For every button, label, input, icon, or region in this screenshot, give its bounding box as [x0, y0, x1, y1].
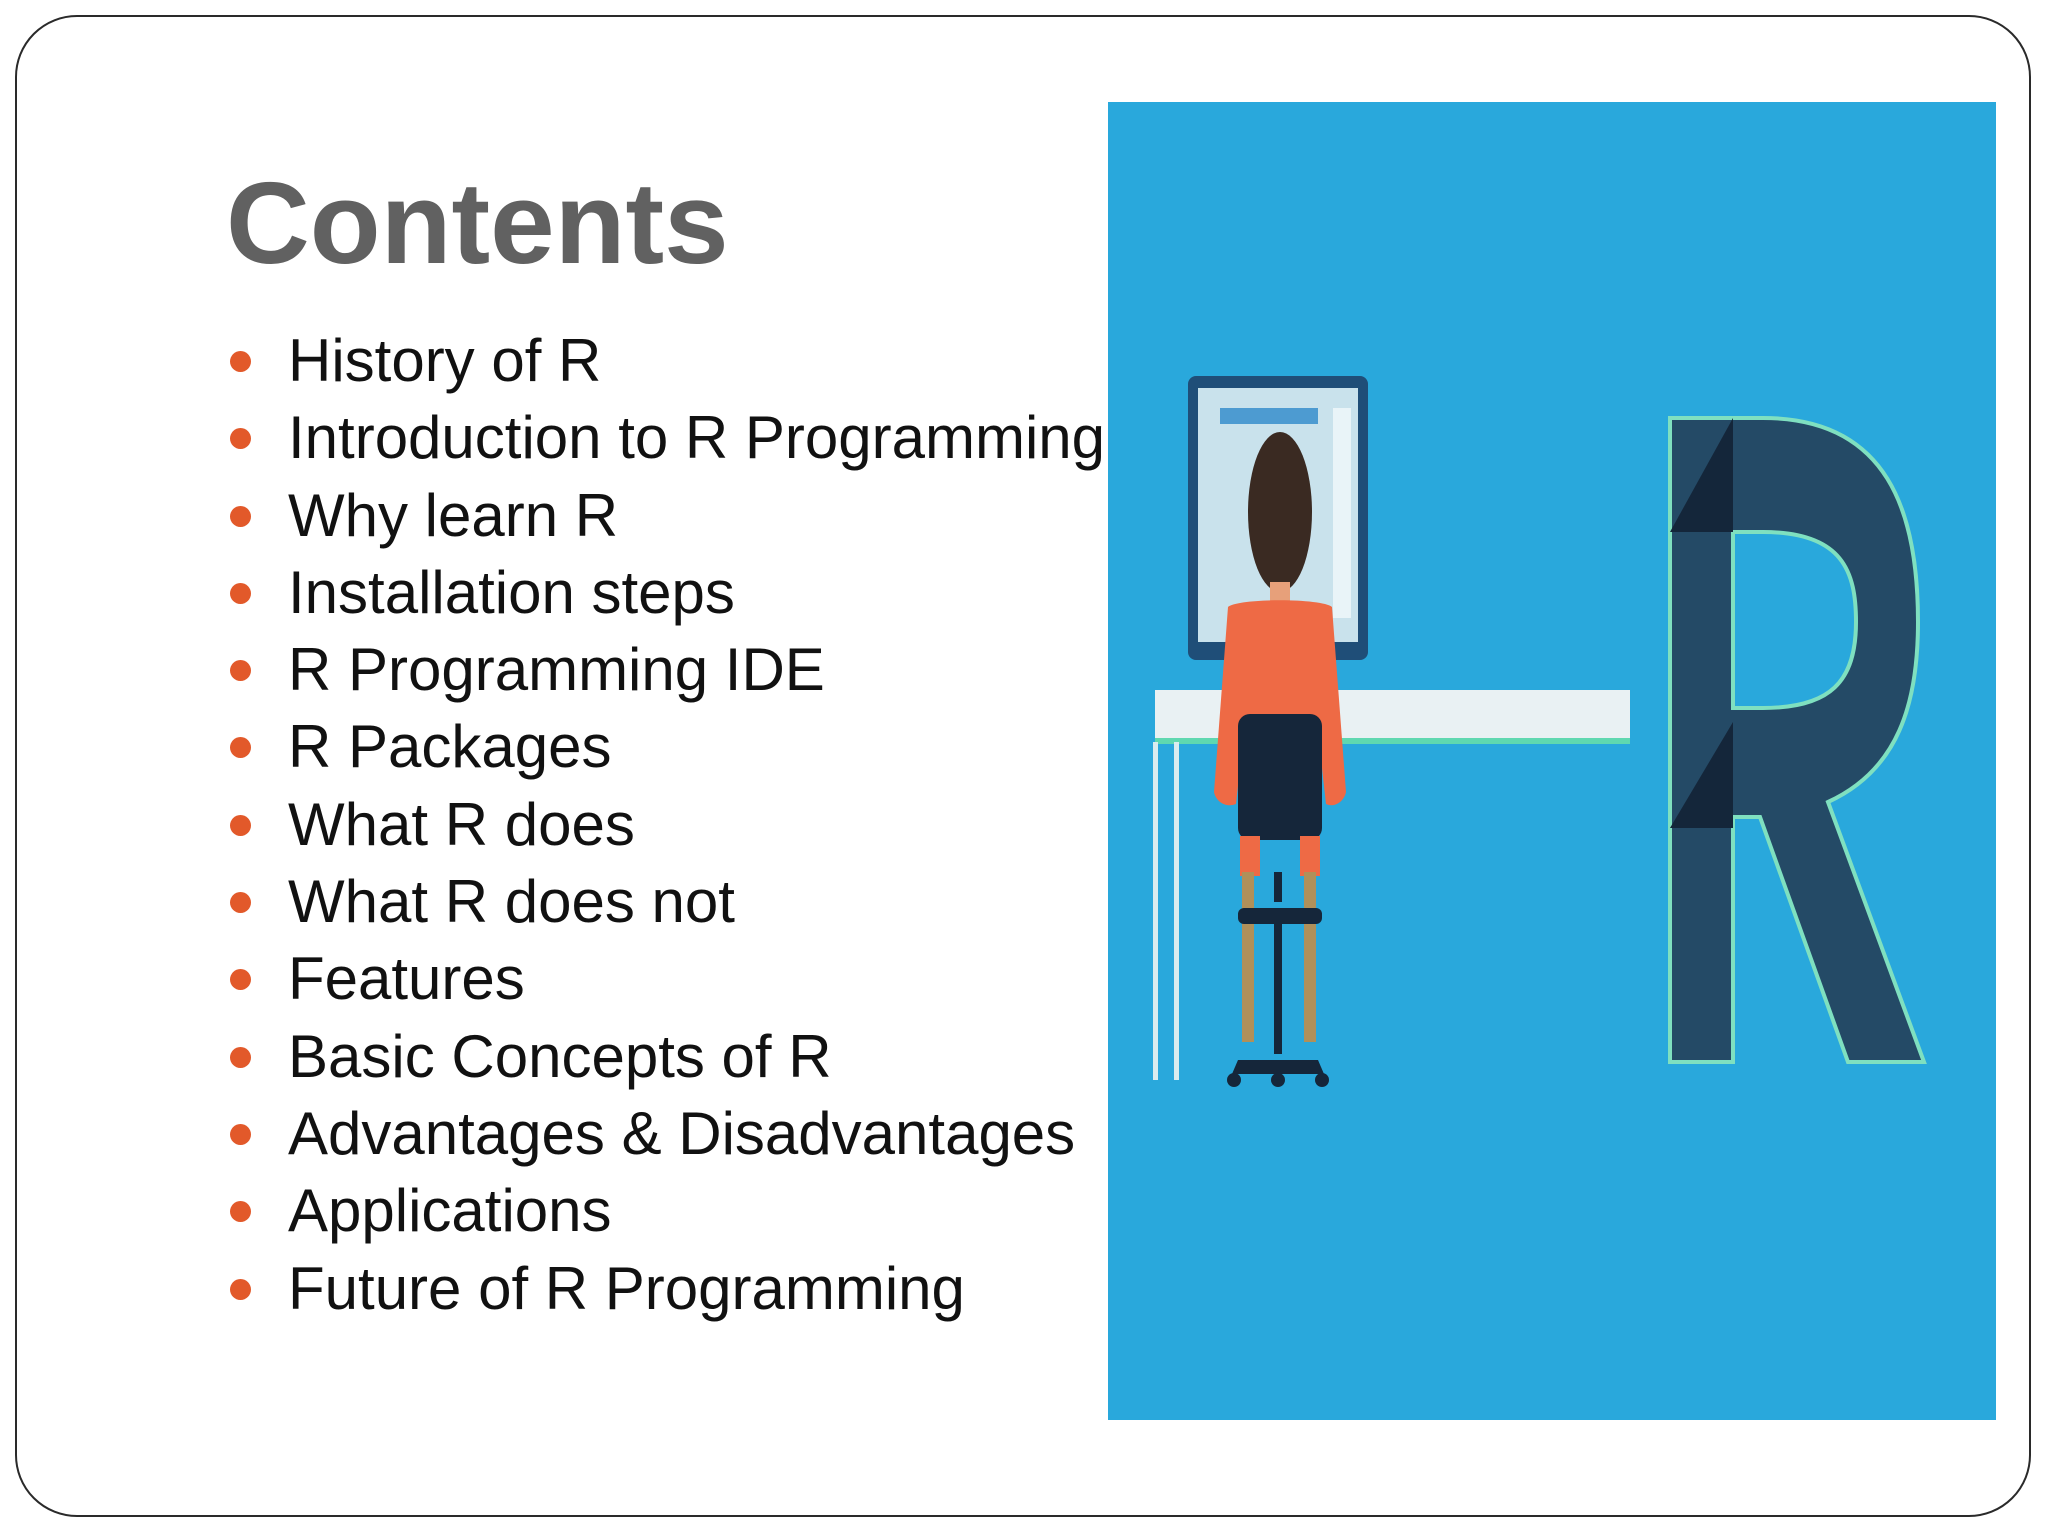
- person-shirt: [1214, 600, 1346, 806]
- list-item-text: Features: [288, 945, 525, 1013]
- list-item: What R does not: [0, 863, 1112, 940]
- list-item: History of R: [0, 322, 1112, 399]
- chair-wheel-right: [1315, 1073, 1329, 1087]
- list-item-text: History of R: [288, 327, 602, 394]
- person-leg-right: [1300, 836, 1320, 876]
- list-item: Features: [0, 940, 1112, 1017]
- list-item: What R does: [0, 786, 1112, 863]
- list-item-text: What R does: [288, 790, 635, 858]
- person-icon: [1214, 432, 1346, 876]
- r-programming-illustration-graphic: [1108, 102, 1996, 1420]
- list-item: R Packages: [0, 708, 1112, 785]
- chair-post: [1274, 924, 1282, 1054]
- chair-base: [1232, 1060, 1324, 1074]
- letter-r-fold-middle: [1670, 722, 1733, 828]
- list-item-text: Installation steps: [288, 558, 735, 626]
- list-item: Future of R Programming: [0, 1250, 1112, 1327]
- person-leg-left: [1240, 836, 1260, 876]
- list-item-text: Basic Concepts of R: [288, 1022, 832, 1090]
- bullet-icon: [230, 505, 251, 527]
- bullet-icon: [230, 1046, 251, 1068]
- chair-wheel-left: [1227, 1073, 1241, 1087]
- list-item-text: Applications: [288, 1177, 612, 1245]
- list-item-text: What R does not: [288, 868, 735, 936]
- contents-list: History of R Introduction to R Programmi…: [0, 322, 1112, 1327]
- list-item-text: Advantages & Disadvantages: [288, 1099, 1076, 1167]
- bullet-icon: [230, 1201, 251, 1223]
- list-item: Why learn R: [0, 477, 1112, 554]
- chair-icon: [1227, 872, 1329, 1087]
- slide-title: Contents: [226, 158, 729, 288]
- list-item: Introduction to R Programming: [0, 399, 1112, 476]
- letter-r-shape: [1668, 416, 1927, 1064]
- monitor-screen-header: [1220, 408, 1318, 424]
- list-item-text: Why learn R: [288, 481, 619, 549]
- bullet-icon: [230, 351, 251, 372]
- chair-post-top: [1274, 872, 1282, 902]
- chair-wheel-center: [1271, 1073, 1285, 1087]
- bullet-icon: [230, 1278, 251, 1300]
- bullet-icon: [230, 660, 251, 682]
- list-item: R Programming IDE: [0, 631, 1112, 708]
- r-programming-illustration: [1108, 102, 1996, 1420]
- chair-seat: [1238, 908, 1322, 924]
- list-item-text: Introduction to R Programming: [288, 404, 1106, 472]
- list-item: Advantages & Disadvantages: [0, 1095, 1112, 1172]
- bullet-icon: [230, 1123, 251, 1145]
- desk-edge: [1155, 738, 1630, 744]
- desk-leg-left: [1153, 742, 1158, 1080]
- chair-leg-left: [1242, 872, 1254, 1042]
- chair-leg-right: [1304, 872, 1316, 1042]
- person-hair: [1248, 432, 1312, 592]
- list-item: Basic Concepts of R: [0, 1018, 1112, 1095]
- list-item-text: R Packages: [288, 713, 612, 781]
- bullet-icon: [230, 969, 251, 991]
- desk-leg-right: [1174, 742, 1179, 1080]
- list-item: Applications: [0, 1172, 1112, 1249]
- monitor-screen-sidebar: [1333, 408, 1351, 618]
- bullet-icon: [230, 892, 251, 914]
- list-item: Installation steps: [0, 554, 1112, 631]
- bullet-icon: [230, 737, 251, 759]
- letter-r-icon: [1668, 416, 1927, 1064]
- list-item-text: R Programming IDE: [288, 636, 825, 704]
- bullet-icon: [230, 428, 251, 450]
- letter-r-fold-top: [1670, 418, 1733, 532]
- list-item-text: Future of R Programming: [288, 1254, 965, 1322]
- person-pants: [1238, 714, 1322, 840]
- bullet-icon: [230, 582, 251, 604]
- bullet-icon: [230, 814, 251, 836]
